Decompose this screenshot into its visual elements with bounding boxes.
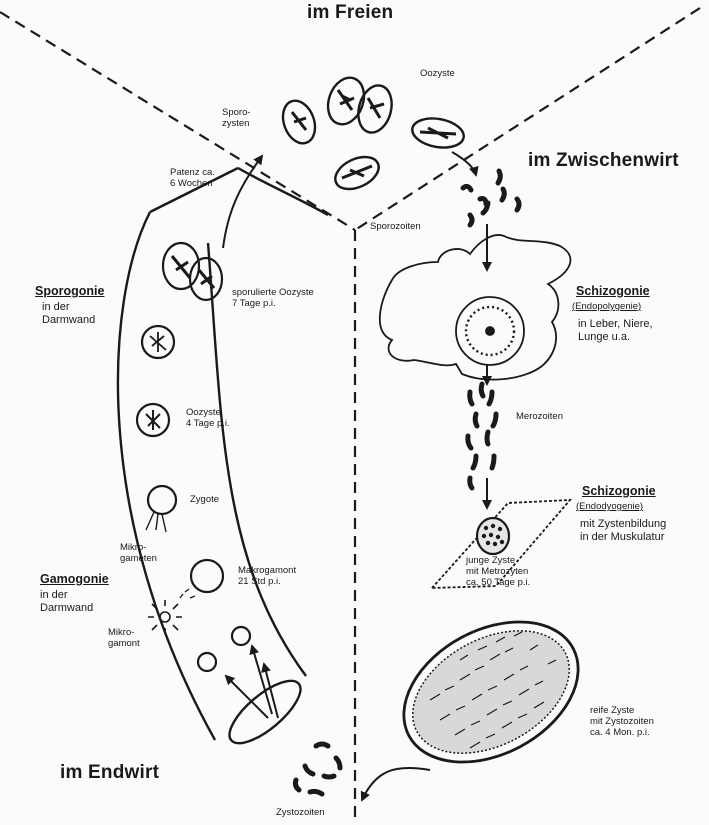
sporulated-oocyst-pair: [163, 243, 222, 300]
label-zygote: Zygote: [190, 495, 219, 506]
arrow-to-final-host: [362, 768, 430, 800]
intestine-left-wall: [118, 212, 215, 740]
region-intermediate-host-title: im Zwischenwirt: [528, 150, 679, 172]
label-sporulated-oocyst: sporulierte Oozyste 7 Tage p.i.: [232, 288, 314, 310]
oocyst-e: [330, 151, 384, 196]
microgamont-cell: [148, 600, 182, 634]
label-microgamont: Mikro- gamont: [108, 628, 140, 650]
oocyst-c: [277, 96, 320, 148]
schizogony-2-subtitle: mit Zystenbildung in der Muskulatur: [580, 518, 666, 543]
schizogony-2-title: Schizogonie: [582, 484, 656, 498]
label-young-cyst: junge Zyste mit Metrozyten ca. 50 Tage p…: [466, 556, 530, 589]
oocyst-b: [353, 82, 396, 137]
schizogony-1-title: Schizogonie: [576, 284, 650, 298]
mature-cyst: [380, 594, 602, 791]
label-macrogamont: Makrogamont 21 Std p.i.: [238, 566, 296, 588]
small-cell-b: [198, 653, 216, 671]
oocyst-a: [322, 73, 370, 130]
label-sporocysts: Sporo- zysten: [222, 108, 251, 130]
label-microgametes: Mikro- gameten: [120, 543, 157, 565]
sporozoites-outdoor: [463, 171, 519, 225]
intestine-wall: [118, 168, 328, 753]
schizogony-2-paren: (Endodyogenie): [576, 502, 643, 513]
oocyst-mid: [142, 326, 174, 358]
label-oocyst: Oozyste: [420, 69, 455, 80]
host-cell-outline: [380, 235, 571, 380]
label-merozoites: Merozoiten: [516, 412, 563, 423]
schizont-center: [486, 327, 494, 335]
zygote-cell: [148, 486, 176, 514]
gamogony-subtitle: in der Darmwand: [40, 589, 93, 614]
host-cell: [380, 235, 571, 380]
oocyst-4d: [137, 404, 169, 436]
gamete-dashes: [180, 589, 195, 598]
schizogony-1-paren: (Endopolygenie): [572, 302, 641, 313]
young-cyst: [477, 518, 509, 554]
label-oocyst-4d: Oozyste 4 Tage p.i.: [186, 408, 230, 430]
region-outdoor-title: im Freien: [307, 2, 393, 24]
label-patency: Patenz ca. 6 Wochen: [170, 168, 215, 190]
macrogamont-cell: [191, 560, 223, 592]
divider-right: [355, 8, 700, 230]
merozoites: [468, 384, 496, 488]
small-cell-a: [232, 627, 250, 645]
sporogony-title: Sporogonie: [35, 284, 104, 298]
region-dividers: [0, 8, 700, 822]
label-cystozoites: Zystozoiten: [276, 808, 325, 819]
schizogony-1-subtitle: in Leber, Niere, Lunge u.a.: [578, 318, 653, 343]
label-sporozoites: Sporozoiten: [370, 222, 421, 233]
region-final-host-title: im Endwirt: [60, 762, 159, 784]
gamogony-title: Gamogonie: [40, 572, 109, 586]
cystozoites-released: [295, 744, 340, 794]
label-mature-cyst: reife Zyste mit Zystozoiten ca. 4 Mon. p…: [590, 706, 654, 739]
intestine-top-edge: [238, 168, 328, 215]
sporogony-subtitle: in der Darmwand: [42, 301, 95, 326]
oocyst-d: [410, 115, 466, 152]
